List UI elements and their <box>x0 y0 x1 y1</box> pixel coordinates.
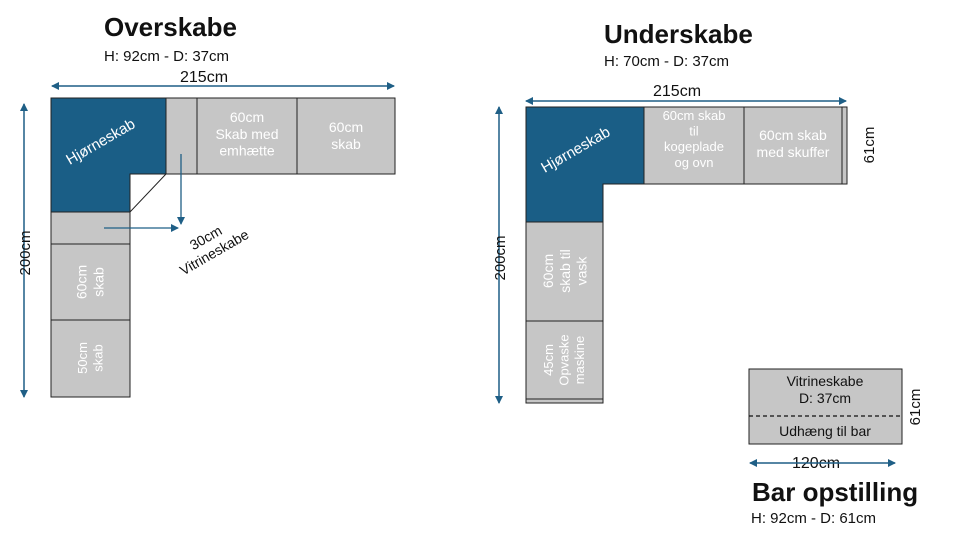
bar-title: Bar opstilling <box>752 477 919 507</box>
underskabe-width-label: 215cm <box>653 83 702 100</box>
bar-subtitle: H: 92cm - D: 61cm <box>751 510 877 527</box>
underskabe-height-label: 200cm <box>492 235 509 280</box>
overskabe-60-left-cabinet <box>50 243 131 321</box>
underskabe-plinth <box>525 398 604 404</box>
bar-bottom-label: Udhæng til bar <box>779 423 871 439</box>
underskabe-end-panel <box>841 106 848 185</box>
overskabe-width-label: 215cm <box>180 69 229 86</box>
overskabe-right-cabinet <box>296 97 396 175</box>
overskabe-height-label: 200cm <box>17 230 34 275</box>
overskabe-subtitle: H: 92cm - D: 37cm <box>104 48 230 65</box>
bar-depth-label: 61cm <box>907 389 924 426</box>
bar-unit <box>748 368 903 445</box>
overskabe-50-left-label: 50cmskab <box>75 342 106 374</box>
underskabe-title: Underskabe <box>604 19 753 49</box>
underskabe-depth-label: 61cm <box>861 127 878 164</box>
overskabe-title: Overskabe <box>104 12 237 42</box>
underskabe-hob-cabinet <box>643 106 745 185</box>
overskabe-60-left-label: 60cmskab <box>74 265 107 299</box>
overskabe-50-left-cabinet <box>50 319 131 398</box>
underskabe-sink-label: 60cmskab tilvask <box>540 249 590 293</box>
underskabe-drawer-cabinet <box>743 106 843 185</box>
overskabe-hood-cabinet <box>196 97 298 175</box>
underskabe-sink-cabinet <box>525 221 604 322</box>
underskabe-subtitle: H: 70cm - D: 37cm <box>604 53 730 70</box>
overskabe-vitrine-corner <box>129 173 168 214</box>
underskabe-dishwasher-label: 45cmOpvaskemaskine <box>541 334 587 385</box>
underskabe-dishwasher <box>525 320 604 400</box>
